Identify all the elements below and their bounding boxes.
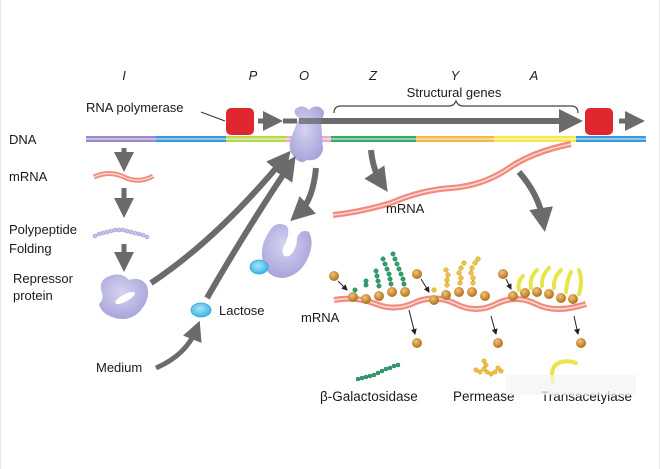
rna-polymerase-pointer: [200, 111, 226, 122]
product-label-galactosidase: β-Galactosidase: [320, 389, 418, 404]
released-ribosomes: [408, 309, 586, 348]
medium-label: Medium: [96, 360, 142, 375]
released-ribosome-3-icon: [576, 338, 586, 348]
released-ribosome-1-icon: [412, 338, 422, 348]
inactive-repressor-icon: [249, 224, 312, 278]
rna-polymerase-right-icon: [585, 108, 613, 135]
galactosidase-chains-icon: [352, 251, 407, 293]
gene-labels: I P O Z Y A: [122, 68, 538, 83]
repressor-on-operator-icon: [289, 106, 324, 163]
ribosomes-y-icon: [412, 269, 490, 305]
galactosidase-polysome: [329, 251, 410, 304]
gene-label-z: Z: [368, 68, 378, 83]
arrow-lactose-to-operator-icon: [204, 156, 296, 300]
product-label-permease: Permease: [453, 389, 515, 404]
structural-genes-brace: [333, 99, 579, 114]
released-ribosome-2-icon: [493, 338, 503, 348]
mrna-long-label: mRNA: [386, 201, 425, 216]
transacetylase-chains-icon: [516, 266, 583, 296]
gene-label-o: O: [299, 68, 309, 83]
gene-label-a: A: [529, 68, 539, 83]
arrow-medium-to-lactose-icon: [154, 320, 202, 371]
rna-polymerase-label: RNA polymerase: [86, 100, 184, 115]
permease-polysome: [412, 256, 490, 305]
folding-label: Folding: [9, 241, 52, 256]
gene-label-i: I: [122, 68, 126, 83]
rna-polymerase-icon: [226, 108, 254, 135]
structural-genes-label: Structural genes: [407, 85, 502, 100]
watermark-blur: [506, 375, 636, 395]
gene-label-y: Y: [451, 68, 461, 83]
repressor-label-line2: protein: [13, 288, 53, 303]
permease-product-icon: [473, 358, 504, 377]
arrow-transcribe-icon: [364, 149, 388, 192]
dna-label: DNA: [9, 132, 37, 147]
bound-lactose-icon: [249, 259, 269, 275]
ribosomes-z-icon: [329, 271, 410, 304]
polypeptide-label: Polypeptide: [9, 222, 77, 237]
arrow-translate-icon: [516, 170, 553, 232]
permease-chains-icon: [431, 256, 481, 293]
arrow-repressor-to-operator-icon: [149, 150, 291, 286]
dna-strand: [86, 136, 646, 142]
galactosidase-product-icon: [355, 362, 401, 382]
mrna-left-label: mRNA: [9, 169, 48, 184]
repressor-protein-icon: [99, 274, 149, 319]
gene-label-p: P: [249, 68, 258, 83]
mrna-ribosomes-label: mRNA: [301, 310, 340, 325]
polypeptide-chain-icon: [92, 227, 150, 240]
lactose-icon: [190, 302, 212, 318]
transacetylase-product-icon: [550, 359, 578, 384]
repressor-label-line1: Repressor: [13, 271, 74, 286]
ribosomes-a-icon: [498, 269, 578, 304]
lactose-label: Lactose: [219, 303, 265, 318]
transacetylase-polysome: [498, 266, 583, 304]
arrow-release-repressor-icon: [290, 167, 319, 222]
